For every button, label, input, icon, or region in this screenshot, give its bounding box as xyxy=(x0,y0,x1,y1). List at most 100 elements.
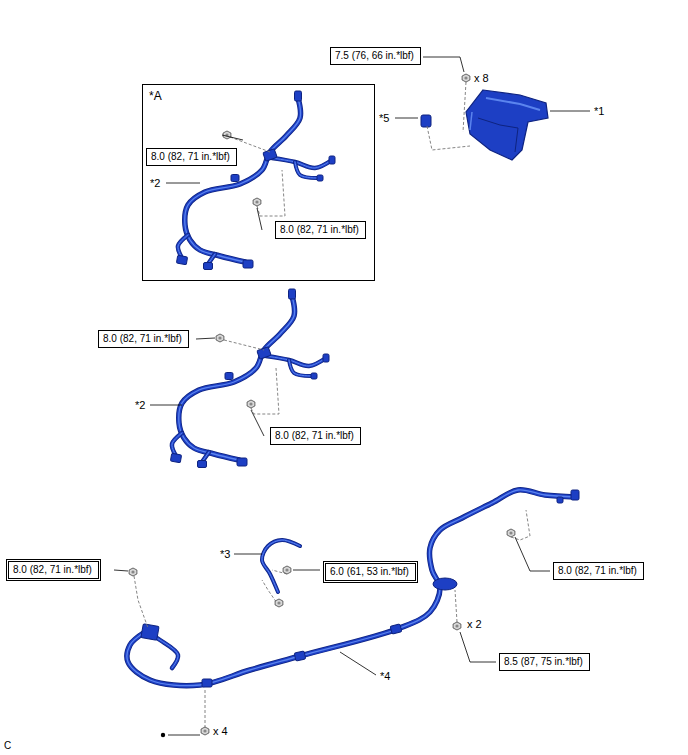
quantity-label: x 2 xyxy=(467,619,482,630)
torque-box: 8.5 (87, 75 in.*lbf) xyxy=(499,653,590,671)
callout-number: *4 xyxy=(380,671,390,682)
connector-block xyxy=(198,461,207,468)
leader-line xyxy=(251,410,264,436)
torque-value: 8.0 (82, 71 in.*lbf) xyxy=(558,565,639,577)
bolt-symbol xyxy=(462,74,470,82)
harness-highlight xyxy=(172,433,182,456)
dashed-leader xyxy=(134,576,148,628)
harness-cable xyxy=(272,158,332,168)
leader-line xyxy=(550,111,590,112)
dashed-leader xyxy=(427,126,470,150)
connector-block xyxy=(237,458,247,466)
dashed-leader xyxy=(251,368,279,414)
grommet xyxy=(433,578,457,590)
leader-line xyxy=(222,135,243,140)
bolt-symbol xyxy=(129,568,137,576)
torque-box: 8.0 (82, 71 in.*lbf) xyxy=(6,559,101,581)
wire-harness xyxy=(262,540,300,592)
bolt-symbol xyxy=(247,400,255,408)
bolt-symbol xyxy=(275,599,283,607)
torque-value: 8.0 (82, 71 in.*lbf) xyxy=(275,430,356,442)
harness-cable xyxy=(266,356,326,366)
bolt-symbol xyxy=(283,566,291,574)
harness-cable xyxy=(262,540,300,592)
torque-value: 8.5 (87, 75 in.*lbf) xyxy=(504,656,585,668)
connector-block xyxy=(176,255,187,265)
harness-cable xyxy=(172,433,182,456)
connector-block xyxy=(170,453,181,463)
dashed-leader xyxy=(205,690,206,728)
harness-cable xyxy=(289,360,312,376)
torque-value: 8.0 (82, 71 in.*lbf) xyxy=(13,564,94,576)
bolt-symbol xyxy=(453,622,461,630)
bracket-part xyxy=(466,90,548,160)
region-heading: *A xyxy=(149,89,368,103)
connector-block xyxy=(231,175,239,182)
torque-value: 8.0 (82, 71 in.*lbf) xyxy=(151,151,232,163)
harness-cable xyxy=(295,162,318,178)
leader-line xyxy=(114,570,128,571)
dashed-leader xyxy=(455,590,457,622)
connector-block xyxy=(294,651,305,661)
harness-cable xyxy=(289,360,312,376)
connector-block xyxy=(243,260,253,268)
leader-line xyxy=(166,183,200,184)
leader-line xyxy=(257,208,262,230)
connector-block xyxy=(225,373,233,380)
torque-value: 8.0 (82, 71 in.*lbf) xyxy=(103,333,184,345)
connector-block xyxy=(141,624,159,641)
harness-highlight xyxy=(178,235,188,258)
connector-block xyxy=(202,679,212,687)
harness-highlight xyxy=(272,158,332,168)
harness-cable xyxy=(178,235,188,258)
harness-cable xyxy=(272,158,332,168)
quantity-label: x 4 xyxy=(213,726,228,737)
harness-cable xyxy=(178,235,188,258)
leader-line xyxy=(234,554,262,555)
torque-box: 8.0 (82, 71 in.*lbf) xyxy=(146,148,237,166)
connector-block xyxy=(571,490,579,500)
harness-cable xyxy=(266,356,326,366)
torque-box: 7.5 (76, 66 in.*lbf) xyxy=(330,47,421,65)
harness-highlight xyxy=(295,162,318,178)
connector-block xyxy=(311,373,317,379)
connector-block xyxy=(557,497,563,503)
connector-block xyxy=(317,175,323,181)
bolt-symbol xyxy=(223,131,231,139)
harness-cable xyxy=(262,540,300,592)
leader-line xyxy=(423,57,464,72)
connector-block xyxy=(289,289,296,299)
wire-harness xyxy=(176,91,335,270)
dashed-leader xyxy=(224,340,264,350)
leader-line xyxy=(395,118,418,119)
figure-code: C xyxy=(4,741,11,751)
connector-block xyxy=(329,156,335,164)
torque-value: 8.0 (82, 71 in.*lbf) xyxy=(280,224,361,236)
connector-block xyxy=(323,354,329,362)
connector-block xyxy=(295,91,302,101)
dashed-leader xyxy=(257,170,285,216)
leader-line xyxy=(150,405,182,406)
bolt-symbol xyxy=(253,198,261,206)
harness-cable xyxy=(295,162,318,178)
harness-highlight xyxy=(266,356,326,366)
harness-cable xyxy=(172,433,182,456)
callout-number: *1 xyxy=(594,106,604,117)
bolt-symbol xyxy=(201,727,209,735)
connector-block xyxy=(204,263,213,270)
callout-number: *3 xyxy=(220,549,230,560)
dashed-leader xyxy=(463,82,466,132)
callout-number: *5 xyxy=(379,113,389,124)
leader-line xyxy=(168,735,200,736)
connector-block xyxy=(390,624,402,634)
leader-line xyxy=(196,338,215,339)
torque-value: 7.5 (76, 66 in.*lbf) xyxy=(335,50,416,62)
leader-line xyxy=(340,652,376,675)
clip-part xyxy=(421,115,431,127)
harness-highlight xyxy=(289,360,312,376)
leader-line xyxy=(293,570,320,571)
torque-box: 8.0 (82, 71 in.*lbf) xyxy=(553,562,644,580)
quantity-label: x 8 xyxy=(474,73,489,84)
detail-region: *A 8.0 (82, 71 in.*lbf) 8.0 (82, 71 in.*lb… xyxy=(142,84,375,281)
